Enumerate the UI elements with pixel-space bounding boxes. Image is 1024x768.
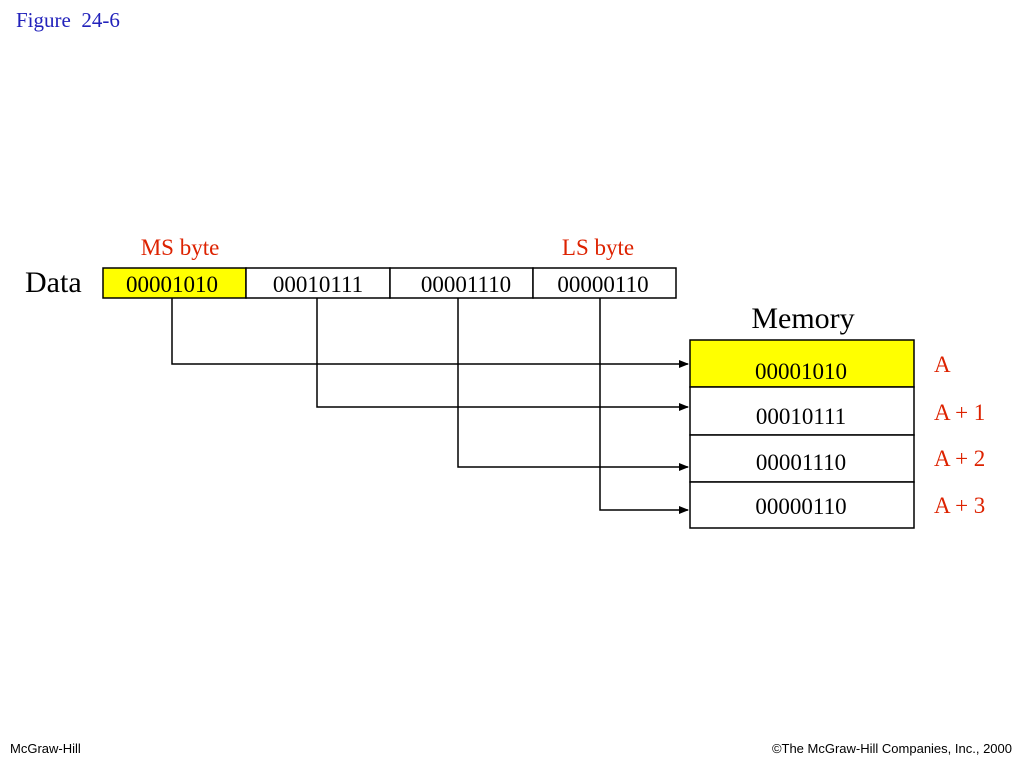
address-label-1: A + 1: [934, 400, 985, 425]
data-byte-cell-3: [532, 267, 677, 299]
address-label-0: A: [934, 352, 951, 377]
arrow-byte-1-to-A1: [316, 298, 689, 411]
memory-value-0: 00001010: [755, 359, 847, 384]
arrow-byte-2-to-A2: [457, 298, 689, 471]
data-byte-1: 00010111: [273, 272, 363, 297]
data-register: 00001010 00010111 00001110 00000110: [102, 267, 677, 299]
ls-byte-label: LS byte: [562, 235, 634, 260]
data-label: Data: [25, 266, 82, 299]
arrow-byte-0-to-A: [171, 298, 689, 368]
ms-byte-label: MS byte: [141, 235, 220, 260]
data-byte-cell-0: [102, 267, 247, 299]
memory-label: Memory: [751, 302, 854, 335]
memory-cell-0: [689, 339, 915, 388]
copyright-footer: ©The McGraw-Hill Companies, Inc., 2000: [771, 741, 1012, 756]
memory-value-2: 00001110: [756, 450, 846, 475]
arrow-byte-3-to-A3: [599, 298, 689, 514]
address-label-2: A + 2: [934, 446, 985, 471]
memory-value-1: 00010111: [756, 404, 846, 429]
memory-cell-1: [689, 386, 915, 436]
data-byte-2: 00001110: [421, 272, 511, 297]
address-label-3: A + 3: [934, 493, 985, 518]
memory-block: 00001010 00010111 00001110 00000110: [689, 339, 915, 529]
data-byte-0: 00001010: [126, 272, 218, 297]
figure-title: Figure 24-6: [16, 8, 120, 32]
memory-value-3: 00000110: [755, 494, 846, 519]
publisher-footer: McGraw-Hill: [10, 741, 81, 756]
memory-cell-3: [689, 481, 915, 529]
memory-cell-2: [689, 434, 915, 483]
data-byte-3: 00000110: [557, 272, 648, 297]
